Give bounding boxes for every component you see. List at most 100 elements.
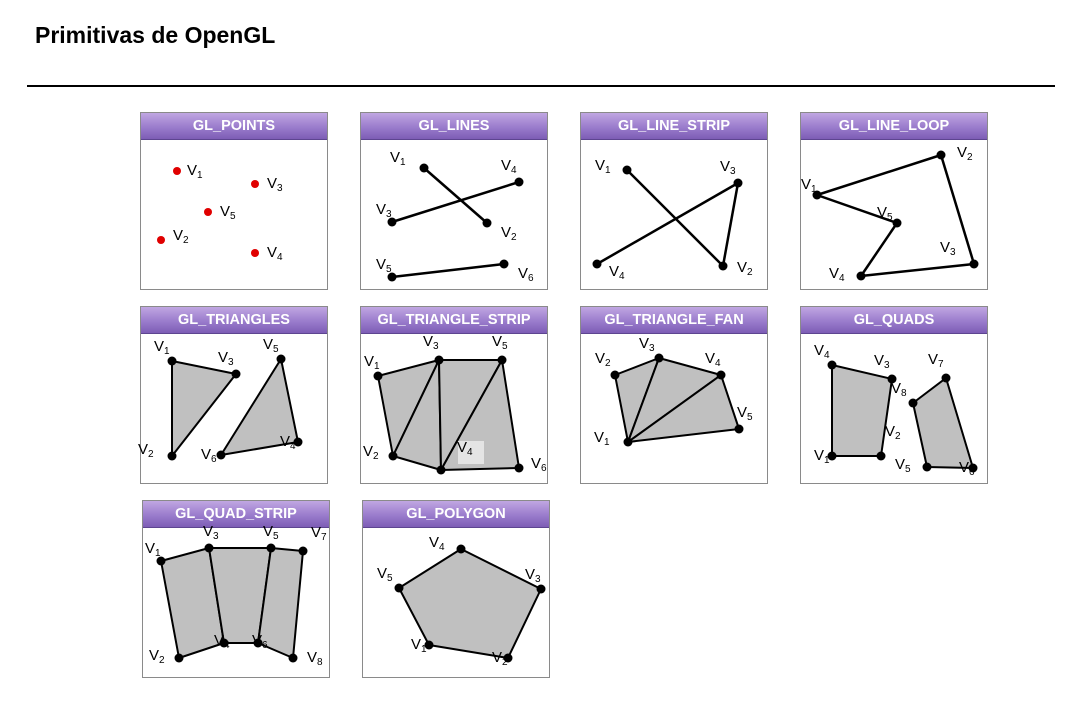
vertex-point: [827, 451, 837, 461]
vertex-point: [394, 583, 404, 593]
vertex-point: [716, 370, 726, 380]
vertex-point: [387, 272, 397, 282]
vertex-label: V1: [801, 176, 817, 195]
vertex-label: V2: [501, 224, 517, 243]
primitive-face: [220, 358, 299, 456]
vertex-label: V1: [145, 540, 161, 559]
panel-header: GL_LINES: [361, 113, 547, 140]
vertex-label: V6: [201, 446, 217, 465]
vertex-point: [482, 218, 492, 228]
vertex-label: V5: [895, 456, 911, 475]
vertex-point: [734, 424, 744, 434]
page-title: Primitivas de OpenGL: [35, 22, 276, 48]
panel-header: GL_QUAD_STRIP: [143, 501, 329, 528]
vertex-label: V1: [187, 162, 203, 181]
primitive-edge: [391, 180, 520, 224]
vertex-label: V5: [877, 204, 893, 223]
vertex-point: [718, 261, 728, 271]
label-highlight: [458, 441, 484, 464]
panel-header: GL_POINTS: [141, 113, 327, 140]
vertex-label: V5: [220, 203, 236, 222]
vertex-label: V2: [595, 350, 611, 369]
vertex-label: V1: [594, 429, 610, 448]
vertex-point: [936, 150, 946, 160]
primitive-edge: [939, 154, 976, 265]
vertex-label: V5: [263, 336, 279, 355]
vertex-label: V1: [364, 353, 380, 372]
vertex-point: [424, 640, 434, 650]
vertex-point: [298, 546, 308, 556]
vertex-point: [436, 465, 446, 475]
vertex-point: [514, 177, 524, 187]
vertex-label: V3: [639, 335, 655, 354]
vertex-point: [941, 373, 951, 383]
primitive-face: [398, 548, 542, 659]
vertex-point: [388, 451, 398, 461]
vertex-point: [219, 638, 229, 648]
vertex-point: [592, 259, 602, 269]
vertex-point: [173, 167, 181, 175]
vertex-point: [156, 556, 166, 566]
vertex-point: [434, 355, 444, 365]
vertex-point: [253, 638, 263, 648]
vertex-label: V1: [814, 447, 830, 466]
vertex-label: V1: [411, 636, 427, 655]
vertex-point: [174, 653, 184, 663]
panel-header: GL_TRIANGLE_FAN: [581, 307, 767, 334]
vertex-label: V3: [874, 352, 890, 371]
vertex-point: [266, 543, 276, 553]
vertex-label: V2: [138, 441, 154, 460]
vertex-point: [892, 218, 902, 228]
vertex-label: V2: [957, 144, 973, 163]
primitive-face: [627, 374, 740, 443]
vertex-point: [827, 360, 837, 370]
vertex-label: V1: [390, 149, 406, 168]
vertex-point: [856, 271, 866, 281]
vertex-point: [922, 462, 932, 472]
vertex-label: V3: [720, 158, 736, 177]
primitive-edge: [423, 167, 488, 224]
primitive-face: [912, 377, 974, 469]
vertex-point: [908, 398, 918, 408]
vertex-point: [288, 653, 298, 663]
vertex-point: [276, 354, 286, 364]
primitive-edge: [860, 262, 975, 278]
vertex-point: [623, 437, 633, 447]
panel-header: GL_LINE_STRIP: [581, 113, 767, 140]
primitive-face: [171, 360, 237, 457]
primitive-edge: [816, 193, 898, 225]
vertex-point: [499, 259, 509, 269]
vertex-label: V4: [501, 157, 517, 176]
vertex-label: V6: [959, 459, 975, 478]
vertex-label: V3: [423, 333, 439, 352]
vertex-point: [231, 369, 241, 379]
vertex-point: [876, 451, 886, 461]
vertex-point: [373, 371, 383, 381]
vertex-point: [157, 236, 165, 244]
vertex-point: [497, 355, 507, 365]
vertex-label: V8: [307, 649, 323, 668]
vertex-label: V3: [267, 175, 283, 194]
vertex-label: V3: [376, 201, 392, 220]
vertex-point: [968, 463, 978, 473]
vertex-point: [610, 370, 620, 380]
vertex-point: [503, 653, 513, 663]
panel-header: GL_QUADS: [801, 307, 987, 334]
vertex-label: V3: [525, 566, 541, 585]
